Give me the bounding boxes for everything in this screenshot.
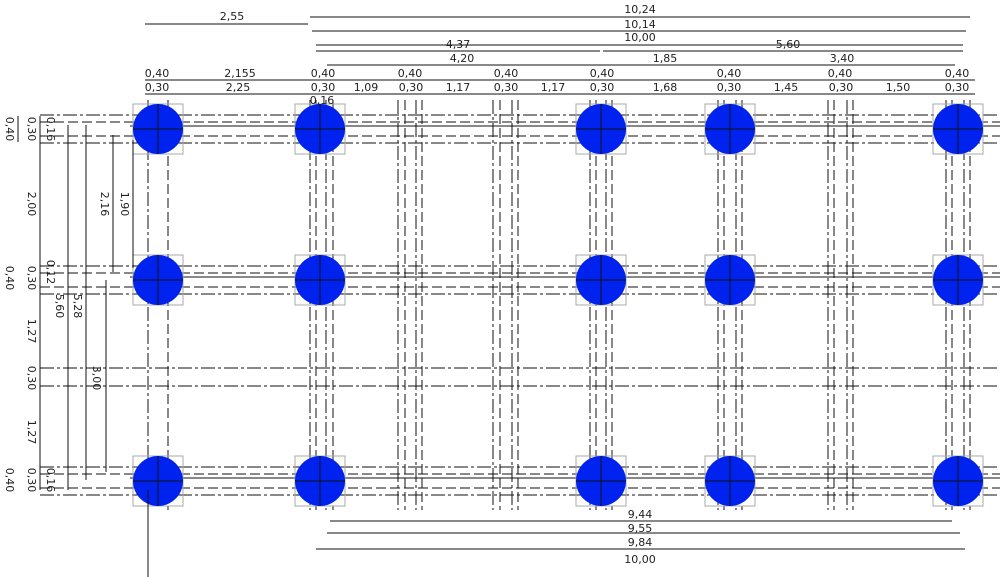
dim-0-16: 0,16 bbox=[44, 468, 57, 493]
dim-4-37: 4,37 bbox=[446, 38, 471, 51]
dim-0-30: 0,30 bbox=[717, 81, 742, 94]
dim-1-85: 1,85 bbox=[653, 52, 678, 65]
dim-2-55: 2,55 bbox=[220, 10, 245, 23]
dim-0-40: 0,40 bbox=[828, 67, 853, 80]
dim-0-16: 0,16 bbox=[44, 117, 57, 142]
dim-4-20: 4,20 bbox=[450, 52, 475, 65]
dim-1-17: 1,17 bbox=[541, 81, 566, 94]
dim-1-50: 1,50 bbox=[886, 81, 911, 94]
dim-1-09: 1,09 bbox=[354, 81, 379, 94]
dim-0-30: 0,30 bbox=[590, 81, 615, 94]
dim-1-45: 1,45 bbox=[774, 81, 799, 94]
dim-2-155: 2,155 bbox=[224, 67, 256, 80]
dim-0-40: 0,40 bbox=[717, 67, 742, 80]
columns bbox=[132, 103, 984, 507]
dim-0-40: 0,40 bbox=[3, 468, 16, 493]
dim-0-30: 0,30 bbox=[25, 468, 38, 493]
dim-0-30: 0,30 bbox=[25, 266, 38, 291]
dim-10-14: 10,14 bbox=[624, 18, 656, 31]
dim-1-90: 1,90 bbox=[118, 192, 131, 217]
dim-0-40: 0,40 bbox=[398, 67, 423, 80]
dim-5-60: 5,60 bbox=[53, 294, 66, 319]
dim-1-17: 1,17 bbox=[446, 81, 471, 94]
dim-3-00: 3,00 bbox=[90, 366, 103, 391]
dim-9-44: 9,44 bbox=[628, 508, 653, 521]
dim-2-16: 2,16 bbox=[98, 192, 111, 217]
dim-3-40: 3,40 bbox=[830, 52, 855, 65]
dim-2-25: 2,25 bbox=[226, 81, 251, 94]
dim-1-27: 1,27 bbox=[25, 420, 38, 445]
dim-0-12: 0,12 bbox=[44, 260, 57, 285]
dim-10-24: 10,24 bbox=[624, 3, 656, 16]
dim-0-40: 0,40 bbox=[590, 67, 615, 80]
dim-0-40: 0,40 bbox=[494, 67, 519, 80]
dim-0-40: 0,40 bbox=[945, 67, 970, 80]
dim-0-30: 0,30 bbox=[145, 81, 170, 94]
dim-9-84: 9,84 bbox=[628, 536, 653, 549]
dim-0-40: 0,40 bbox=[145, 67, 170, 80]
dim-0-30: 0,30 bbox=[311, 81, 336, 94]
dim-1-68: 1,68 bbox=[653, 81, 678, 94]
grid-lines bbox=[40, 100, 1000, 510]
dim-0-30: 0,30 bbox=[829, 81, 854, 94]
dim-0-40: 0,40 bbox=[311, 67, 336, 80]
dim-0-40: 0,40 bbox=[3, 117, 16, 142]
dim-5-28: 5,28 bbox=[71, 294, 84, 319]
dim-10-00: 10,00 bbox=[624, 553, 656, 566]
dim-10-00: 10,00 bbox=[624, 31, 656, 44]
top-dimensions: 2,55 10,24 10,14 10,00 4,37 5,60 4,20 1,… bbox=[145, 3, 975, 107]
dim-0-30: 0,30 bbox=[494, 81, 519, 94]
bottom-dimensions: 9,44 9,55 9,84 10,00 bbox=[147, 490, 965, 577]
dim-2-00: 2,00 bbox=[25, 192, 38, 217]
dim-0-30: 0,30 bbox=[399, 81, 424, 94]
dim-0-30: 0,30 bbox=[945, 81, 970, 94]
dim-5-60: 5,60 bbox=[776, 38, 801, 51]
dim-0-16: 0,16 bbox=[310, 94, 335, 107]
dim-9-55: 9,55 bbox=[628, 522, 653, 535]
dim-1-27: 1,27 bbox=[25, 319, 38, 344]
dim-0-30: 0,30 bbox=[25, 366, 38, 391]
dim-0-40: 0,40 bbox=[3, 266, 16, 291]
dim-0-30: 0,30 bbox=[25, 117, 38, 142]
left-dimensions: 0,40 0,30 0,16 2,00 2,16 1,90 0,40 0,30 … bbox=[3, 116, 1000, 492]
